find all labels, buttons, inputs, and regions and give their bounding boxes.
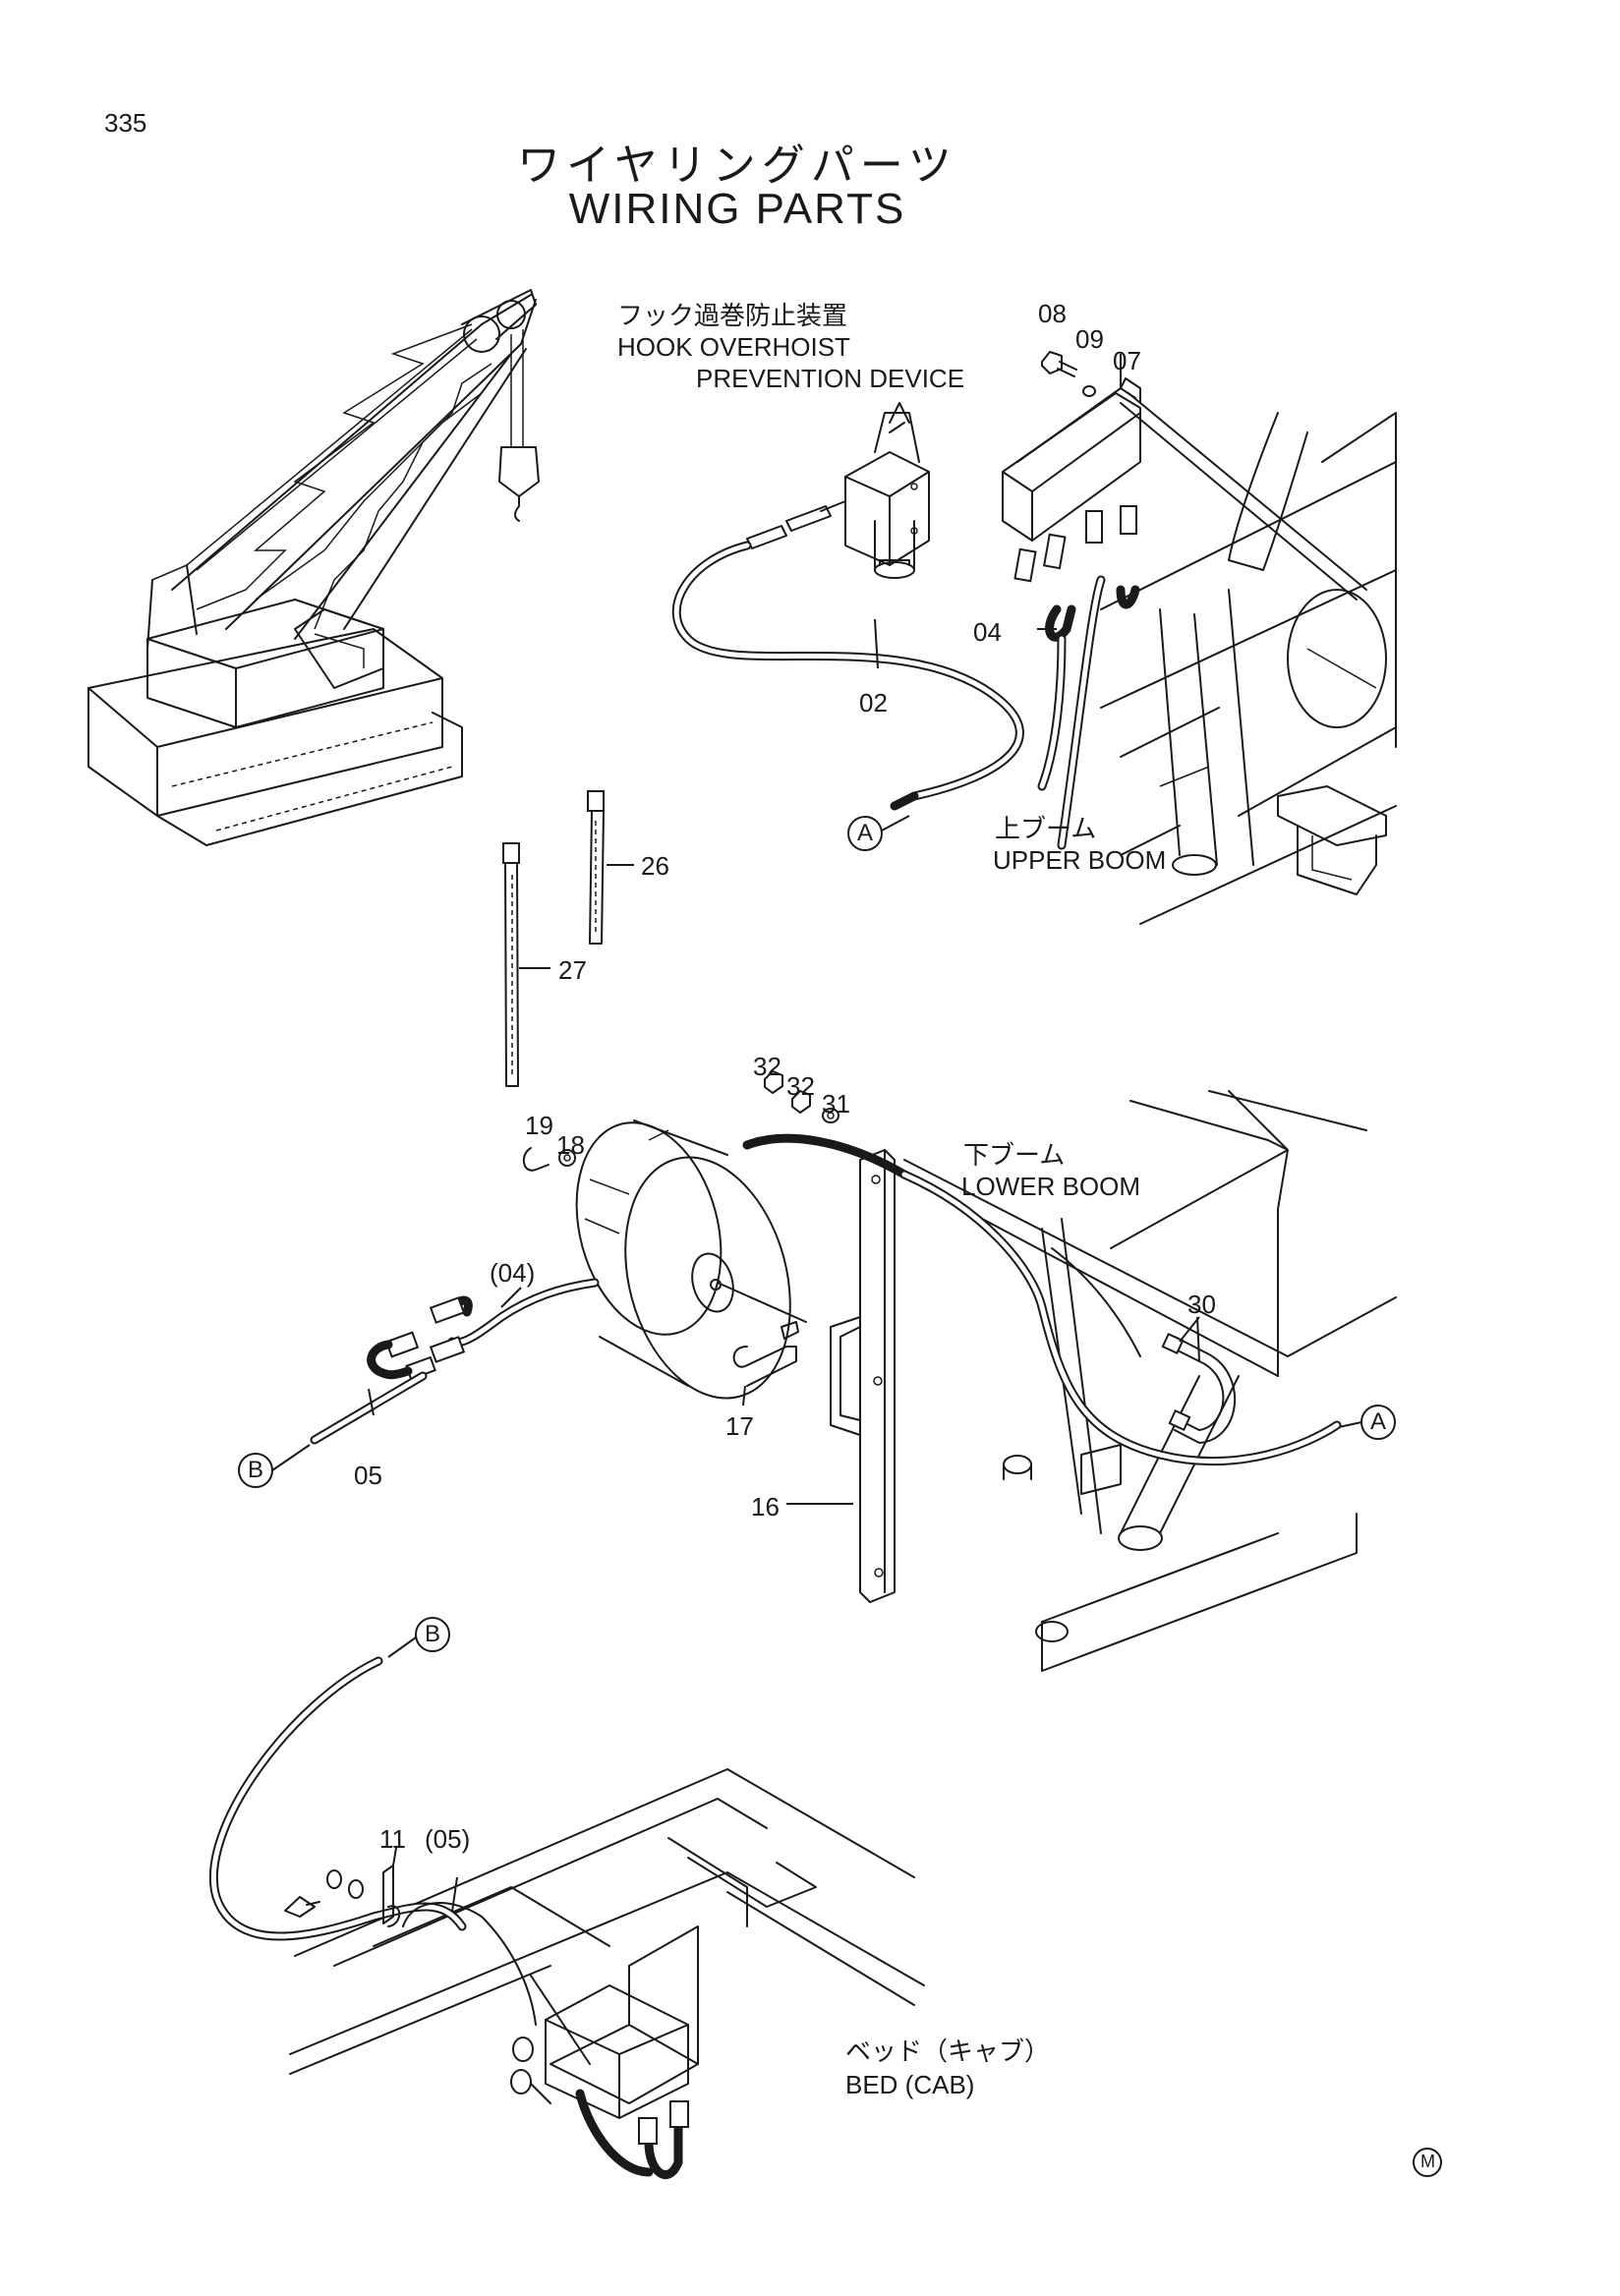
part-number-18: 18: [556, 1130, 585, 1160]
cable-clamp-hardware: [284, 1865, 401, 1927]
hook-overhoist-switch: [746, 402, 930, 579]
upper-boom-label-jp: 上ブーム: [995, 814, 1097, 843]
lower-boom-label: LOWER BOOM: [961, 1172, 1141, 1201]
cable-connectors-04: [1013, 505, 1137, 583]
leader-lines: [271, 354, 1362, 1913]
corner-mark: M: [1420, 2152, 1435, 2171]
cable-connectors-04-lower: [384, 1296, 466, 1381]
hook-device-label-en-2: PREVENTION DEVICE: [696, 364, 965, 393]
upper-boom-frame: [1100, 392, 1397, 925]
part-number-02: 02: [859, 688, 888, 718]
part-number-05: 05: [354, 1461, 382, 1490]
connector-a-lower: A: [1370, 1408, 1387, 1435]
cable-tie-27: [502, 842, 520, 1087]
connector-a-upper: A: [857, 820, 874, 846]
cable-reel: [575, 1119, 909, 1400]
part-number-26: 26: [641, 851, 669, 881]
bed-label: BED (CAB): [845, 2070, 975, 2099]
part-number-30: 30: [1187, 1290, 1216, 1319]
upper-boom-label: UPPER BOOM: [993, 845, 1167, 875]
bed-label-jp: ベッド（キャブ）: [845, 2037, 1051, 2066]
part-number-05-ref: (05): [425, 1824, 471, 1854]
hook-device-label-jp: フック過巻防止装置: [617, 301, 848, 330]
lower-boom-frame: [889, 1090, 1397, 1672]
connector-b-left: B: [248, 1457, 264, 1483]
part-number-04-ref: (04): [490, 1258, 536, 1288]
lower-boom-label-jp: 下ブーム: [963, 1140, 1066, 1170]
crane-overview-illustration: [87, 289, 540, 846]
part-number-19: 19: [525, 1111, 553, 1140]
bed-frame: [289, 1768, 925, 2104]
part-number-09: 09: [1075, 324, 1104, 354]
part-number-04: 04: [973, 617, 1002, 647]
part-number-08: 08: [1038, 299, 1067, 328]
page-title: WIRING PARTS: [568, 185, 906, 233]
control-box: [545, 1984, 689, 2119]
bolt-and-washer: [1041, 351, 1096, 397]
part-number-32-a: 32: [753, 1052, 781, 1081]
cable-clip: [1161, 1332, 1237, 1444]
cable-tie-26: [587, 790, 605, 945]
part-number-32-b: 32: [786, 1071, 815, 1101]
part-number-07: 07: [1113, 346, 1141, 375]
bracket-plate: [830, 1149, 896, 1603]
lock-pin: [732, 1321, 799, 1387]
connector-b-bottom: B: [425, 1621, 441, 1647]
part-number-27: 27: [558, 955, 587, 985]
part-number-11: 11: [379, 1824, 406, 1854]
page-number: 335: [104, 108, 147, 138]
page-title-japanese: ワイヤリングパーツ: [517, 141, 957, 191]
part-number-31: 31: [822, 1089, 850, 1119]
hook-device-label-en-1: HOOK OVERHOIST: [617, 332, 850, 362]
washers-and-nuts: [522, 1070, 839, 1172]
part-number-16: 16: [751, 1492, 780, 1521]
part-number-17: 17: [725, 1411, 754, 1441]
